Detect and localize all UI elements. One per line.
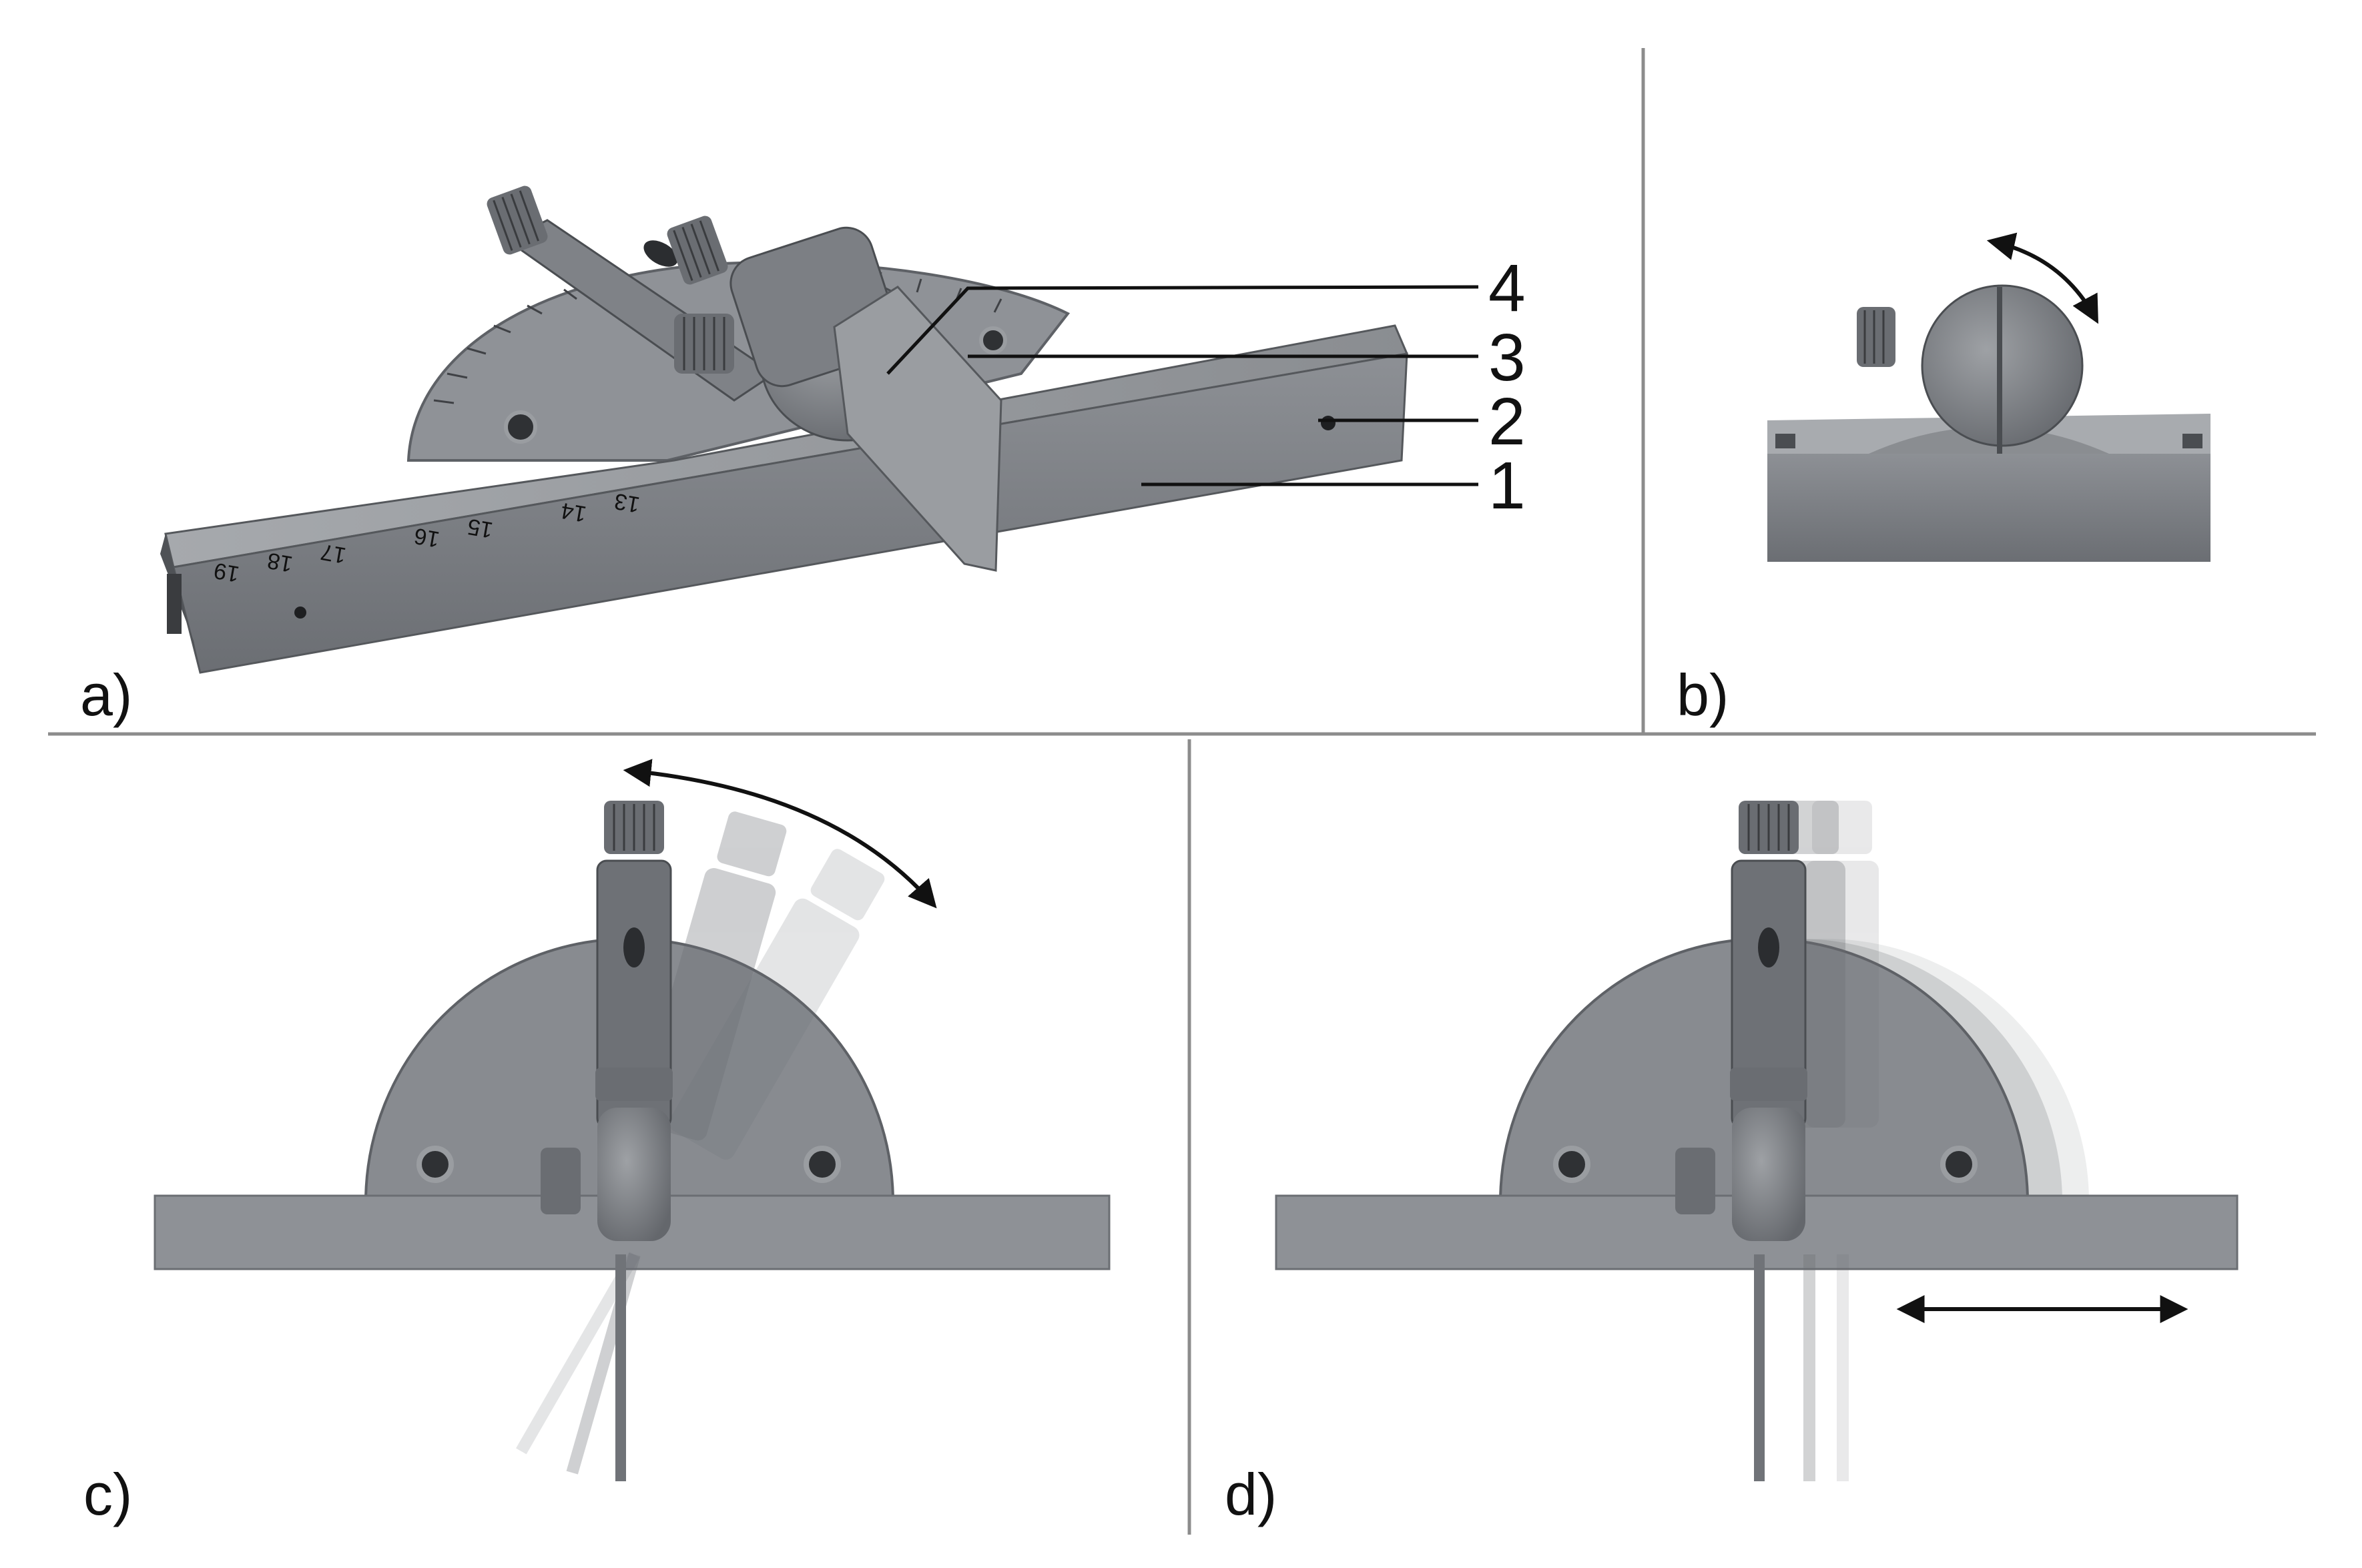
disc-screw-left-d <box>1553 1146 1590 1183</box>
vertical-arm-d <box>1675 801 1807 1481</box>
panel-a: 19 18 17 16 15 14 13 <box>80 185 1526 728</box>
side-knob-b <box>1857 307 1895 367</box>
panel-b: b) <box>1677 232 2210 728</box>
rotation-arrow-c <box>623 759 937 909</box>
panel-c: c) <box>83 759 1111 1527</box>
rotation-arrow-b <box>1986 232 2098 324</box>
base-plate-slot-left <box>1775 434 1795 448</box>
scale-number: 18 <box>266 548 295 577</box>
disc-screw-right-d <box>1940 1146 1978 1183</box>
scale-number: 19 <box>212 558 242 587</box>
scale-number: 16 <box>412 523 442 552</box>
bar-end-slot <box>167 574 182 634</box>
panel-label-d: d) <box>1225 1461 1277 1527</box>
callout-2: 2 <box>1488 384 1526 459</box>
base-plate-front <box>1767 454 2210 562</box>
callout-4: 4 <box>1488 251 1526 326</box>
scale-number: 14 <box>559 498 589 527</box>
leader-lines <box>886 285 1479 486</box>
scale-number: 15 <box>466 514 495 543</box>
scale-number: 13 <box>613 488 642 518</box>
callout-1: 1 <box>1488 448 1526 523</box>
panel-label-b: b) <box>1677 662 1729 728</box>
panel-dividers <box>48 48 2316 1535</box>
panel-d: d) <box>1225 801 2239 1527</box>
knurled-knob-side <box>674 314 734 374</box>
bar-hole-right <box>1321 416 1336 430</box>
knurled-knob-top <box>487 185 548 255</box>
scale-number: 17 <box>319 539 348 568</box>
bar-scale-numbers: 19 18 17 16 15 14 13 <box>212 488 642 587</box>
panel-label-a: a) <box>80 662 132 728</box>
knurled-knob-middle <box>667 216 728 285</box>
callout-3: 3 <box>1488 320 1526 395</box>
disc-screw-right-c <box>804 1146 841 1183</box>
arm-slot <box>643 240 678 267</box>
leader-line-4 <box>886 285 1479 375</box>
bar-hole-left <box>294 607 306 619</box>
vertical-arm-c <box>541 801 673 1481</box>
protractor-ticks <box>433 272 1002 404</box>
protractor-screw-right <box>979 326 1007 354</box>
panel-label-c: c) <box>83 1461 132 1527</box>
disc-screw-left-c <box>416 1146 454 1183</box>
blade <box>833 286 1002 572</box>
ghost-arm-d-far <box>1805 801 1879 1481</box>
base-plate-slot-right <box>2182 434 2202 448</box>
protractor-screw-left <box>504 410 537 444</box>
